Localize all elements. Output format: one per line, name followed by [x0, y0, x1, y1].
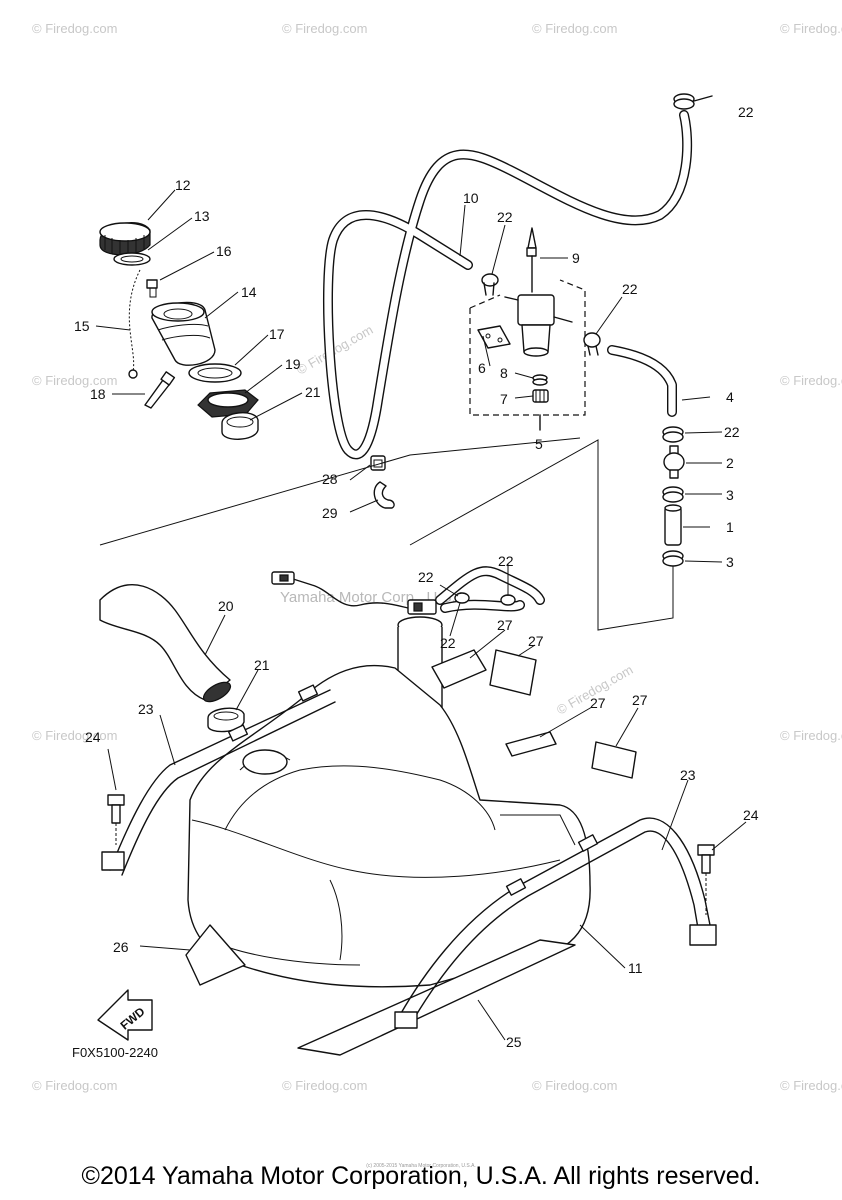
- band-21-bottom: [207, 707, 245, 733]
- part-label-3-lower: 3: [726, 554, 734, 570]
- pad-25: [297, 939, 576, 1056]
- part-label-15: 15: [74, 318, 90, 334]
- watermark-text: © Firedog.com: [32, 1078, 117, 1093]
- copyright-notice: ©2014 Yamaha Motor Corporation, U.S.A. A…: [81, 1162, 761, 1190]
- fuel-hose-4: [607, 345, 677, 417]
- connector-line: [99, 437, 581, 546]
- part-label-28: 28: [322, 471, 338, 487]
- part-label-2: 2: [726, 455, 734, 471]
- filler-cap-12: [99, 221, 151, 256]
- filler-neck-14: [151, 301, 216, 366]
- part-label-27-a: 27: [497, 617, 513, 633]
- part-labels: 12 13 16 15 14 17 18 19 21 10 22 9 22 22…: [74, 104, 759, 1050]
- part-label-12: 12: [175, 177, 191, 193]
- part-label-18: 18: [90, 386, 106, 402]
- part-label-20: 20: [218, 598, 234, 614]
- part-label-17: 17: [269, 326, 285, 342]
- hose-1: [664, 504, 682, 546]
- diagram-code: F0X5100-2240: [72, 1045, 158, 1060]
- part-label-4: 4: [726, 389, 734, 405]
- band-29: [373, 481, 395, 509]
- clamp-3-upper: [662, 486, 684, 503]
- pad-27-a: [431, 649, 487, 689]
- watermark-text: © Firedog.com: [32, 21, 117, 36]
- tiny-copyright: (c) 2005-2015 Yamaha Motor Corporation, …: [366, 1163, 476, 1169]
- watermark-text: © Firedog.com: [32, 373, 117, 388]
- part-label-27-d: 27: [632, 692, 648, 708]
- check-valve-2: [663, 445, 685, 479]
- band-21-top: [221, 412, 259, 440]
- strap-23-left: [101, 684, 336, 876]
- part-label-9: 9: [572, 250, 580, 266]
- part-label-25: 25: [506, 1034, 522, 1050]
- fuel-hose-10: [323, 110, 693, 460]
- strap-23-right: [394, 817, 717, 1029]
- gasket-13: [113, 252, 151, 266]
- bolt-24-right: [697, 844, 715, 915]
- watermark-text: © Firedog.com: [780, 728, 842, 743]
- part-label-7: 7: [500, 391, 508, 407]
- watermark-text: © Firedog.com: [780, 21, 842, 36]
- part-label-19: 19: [285, 356, 301, 372]
- watermark-text: © Firedog.com: [532, 1078, 617, 1093]
- watermark-text: © Firedog.com: [780, 1078, 842, 1093]
- part-label-23-left: 23: [138, 701, 154, 717]
- fuel-tank-11: [187, 664, 591, 988]
- part-label-22-sender-bottom: 22: [440, 635, 456, 651]
- part-label-22-sender-right: 22: [498, 553, 514, 569]
- clamp-22-sender-right: [500, 594, 516, 606]
- part-label-14: 14: [241, 284, 257, 300]
- part-label-3-upper: 3: [726, 487, 734, 503]
- part-label-26: 26: [113, 939, 129, 955]
- part-label-6: 6: [478, 360, 486, 376]
- clamp-22-right: [662, 426, 684, 443]
- clamp-22-sender-left: [454, 592, 470, 604]
- part-label-29: 29: [322, 505, 338, 521]
- pad-27-d: [591, 741, 637, 779]
- part-label-22-right: 22: [724, 424, 740, 440]
- fuel-filter-assembly-5: [469, 227, 586, 431]
- forward-arrow-icon: FWD: [97, 989, 153, 1041]
- bolt-24-left: [107, 794, 125, 845]
- part-label-24-left: 24: [85, 729, 101, 745]
- part-label-11: 11: [628, 960, 643, 976]
- seal-17: [188, 363, 242, 383]
- part-label-27-b: 27: [528, 633, 544, 649]
- part-label-21-bottom: 21: [254, 657, 270, 673]
- part-label-8: 8: [500, 365, 508, 381]
- connector-line: [409, 439, 674, 631]
- clamp-22-top: [673, 93, 713, 110]
- pad-27-b: [489, 649, 537, 696]
- part-label-22-top: 22: [738, 104, 754, 120]
- part-label-13: 13: [194, 208, 210, 224]
- part-label-21-top: 21: [305, 384, 321, 400]
- part-label-1: 1: [726, 519, 734, 535]
- screw-16: [146, 279, 158, 298]
- clamp-3-lower: [662, 550, 684, 567]
- part-label-22-sender-top: 22: [418, 569, 434, 585]
- clamp-22-filter-left: [481, 273, 499, 296]
- breather-18: [144, 371, 176, 409]
- watermark-text: © Firedog.com: [282, 1078, 367, 1093]
- pad-27-c: [505, 731, 557, 757]
- pad-26: [185, 924, 246, 986]
- cord-15: [128, 269, 141, 379]
- part-label-27-c: 27: [590, 695, 606, 711]
- part-label-24-right: 24: [743, 807, 759, 823]
- filler-hose-20: [99, 584, 232, 703]
- clamp-22-filter-right: [583, 332, 601, 356]
- leader-lines: [95, 189, 747, 1041]
- watermark-text: © Firedog.com: [32, 728, 117, 743]
- part-label-10: 10: [463, 190, 479, 206]
- watermark-text: © Firedog.com: [532, 21, 617, 36]
- part-label-5: 5: [535, 436, 543, 452]
- nut-19: [197, 389, 259, 418]
- part-label-16: 16: [216, 243, 232, 259]
- watermark-text: © Firedog.com: [282, 21, 367, 36]
- part-label-22-filter-left: 22: [497, 209, 513, 225]
- watermark-text: © Firedog.com: [780, 373, 842, 388]
- part-label-22-filter-right: 22: [622, 281, 638, 297]
- part-label-23-right: 23: [680, 767, 696, 783]
